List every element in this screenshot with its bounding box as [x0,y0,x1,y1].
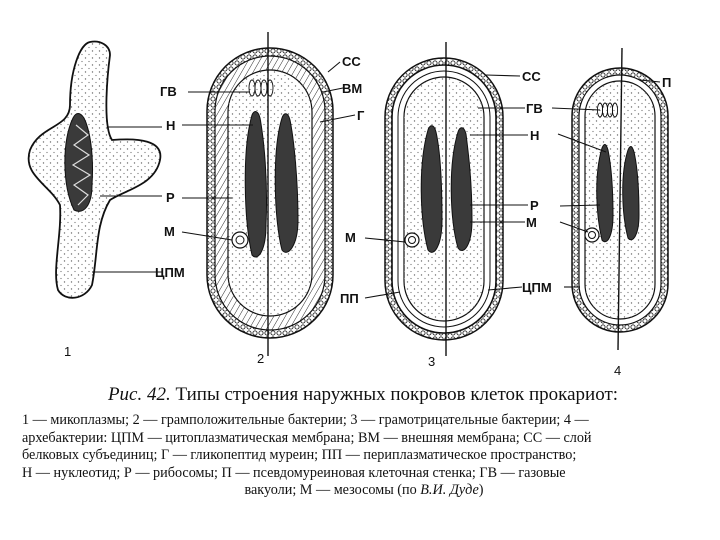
cell-4-archaea [571,47,669,351]
cell-3-nucleoid-right [450,127,473,251]
legend-line-5: вакуоли; М — мезосомы (по В.И. Дуде) [22,482,706,500]
legend-line-2: архебактерии: ЦПМ — цитоплазматическая м… [22,429,592,446]
label-vm-cell-2: ВМ [342,81,362,96]
cell-1-nucleoid [64,113,93,212]
cell-4-mesosome [584,227,600,243]
cell-1-mycoplasma [27,40,162,299]
label-gv-cell-2: ГВ [160,84,177,99]
label-cpm-cell-1: ЦПМ [155,265,185,280]
label-ss-cell-3: СС [522,69,541,84]
legend-line-4: Н — нуклеотид; Р — рибосомы; П — псевдом… [22,464,566,481]
cell-4-nucleoid-left [596,144,614,243]
label-m-cell-3: М [345,230,356,245]
label-r-cell-2: Р [166,190,175,205]
leader-lines [92,61,661,299]
label-n-cell-4: Н [530,128,539,143]
label-pp-cell-3: ПП [340,291,359,306]
cell-2-nucleoid-right [274,113,299,253]
cell-2-mesosome [231,231,249,249]
label-n-cell-2: Н [166,118,175,133]
cell-2-gram-positive [206,32,334,356]
legend-line-5-text: вакуоли; М — мезосомы (по [244,482,417,499]
label-g-cell-2: Г [357,108,365,123]
legend-line-1: 1 — микоплазмы; 2 — грамположительные ба… [22,412,589,428]
cell-3-nucleoid-left [420,125,443,253]
legend-author: В.И. Дуде [420,482,479,499]
legend-line-3: белковых субъединиц; Г — гликопептид мур… [22,447,577,464]
label-m-cell-2: М [164,224,175,239]
cell-number-3: 3 [428,354,435,369]
label-gv-cell-4: ГВ [526,101,543,116]
cell-2-nucleoid-left [244,111,268,258]
label-r-cell-4: Р [530,198,539,213]
label-cpm-cell-4: ЦПМ [522,280,552,295]
cell-number-2: 2 [257,351,264,366]
cell-number-1: 1 [64,344,71,359]
legend-line-5-end: ) [478,482,484,499]
cell-3-mesosome [404,232,420,248]
cell-4-nucleoid-right [622,146,640,241]
prokaryote-cell-diagram: ГВ Н Р М ЦПМ СС ВМ Г М ПП СС ГВ Н Р М ЦП… [27,32,671,378]
figure-legend: 1 — микоплазмы; 2 — грамположительные ба… [22,412,706,500]
figure-caption-number: Рис. 42. [107,384,171,405]
label-ss-cell-2: СС [342,54,361,69]
cell-1-nucleoid-strands [71,124,92,206]
figure-caption: Рис. 42. Типы строения наружных покровов… [20,383,706,407]
cell-2-gas-vacuoles [248,79,274,97]
cell-1-membrane [27,40,162,299]
figure-caption-title: Типы строения наружных покровов клеток п… [175,384,619,405]
label-p-cell-4: П [662,75,671,90]
cell-number-4: 4 [614,363,621,378]
cell-4-axis [617,47,623,351]
label-m-cell-4: М [526,215,537,230]
cell-3-gram-negative [384,42,504,356]
